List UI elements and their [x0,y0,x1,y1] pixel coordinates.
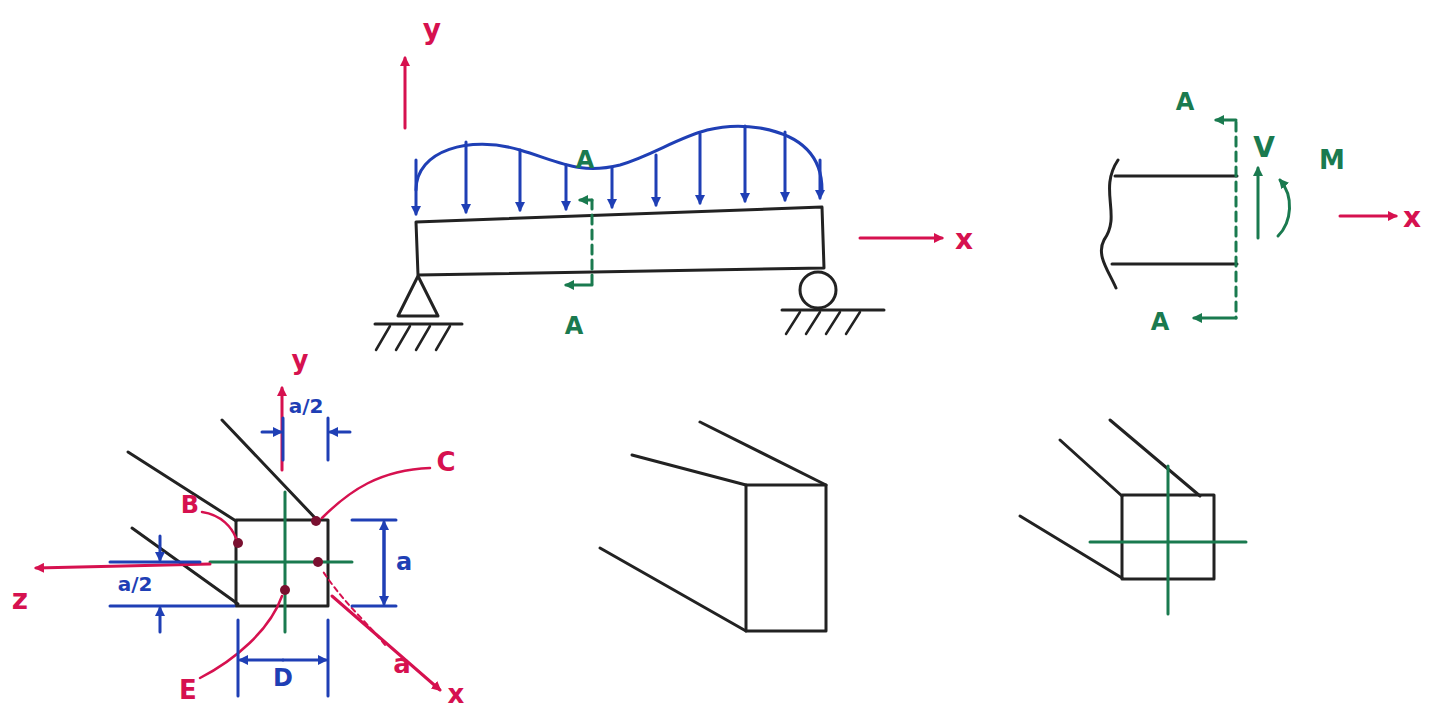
diagram-label: V [1251,133,1277,163]
diagram-label: M [1317,146,1347,174]
diagram-label: x [953,225,975,255]
diagram-label: x [446,680,467,708]
diagram-label: a/2 [287,395,326,417]
diagram-label: A [563,313,586,339]
diagram-label: B [179,492,201,518]
diagram-label: E [177,676,199,704]
diagram-label: A [1174,89,1197,115]
diagram-label: a/2 [116,573,155,595]
diagram-label: z [10,585,30,615]
diagram-label: C [434,448,457,476]
diagram-label: y [290,346,311,374]
diagram-label: a [391,650,413,678]
diagram-label: x [1401,203,1423,233]
diagram-label: D [271,665,295,691]
diagram-label: a [394,549,414,575]
diagram-label: y [421,15,443,45]
diagram-label: A [574,147,597,173]
diagram-label: A [1149,309,1172,335]
